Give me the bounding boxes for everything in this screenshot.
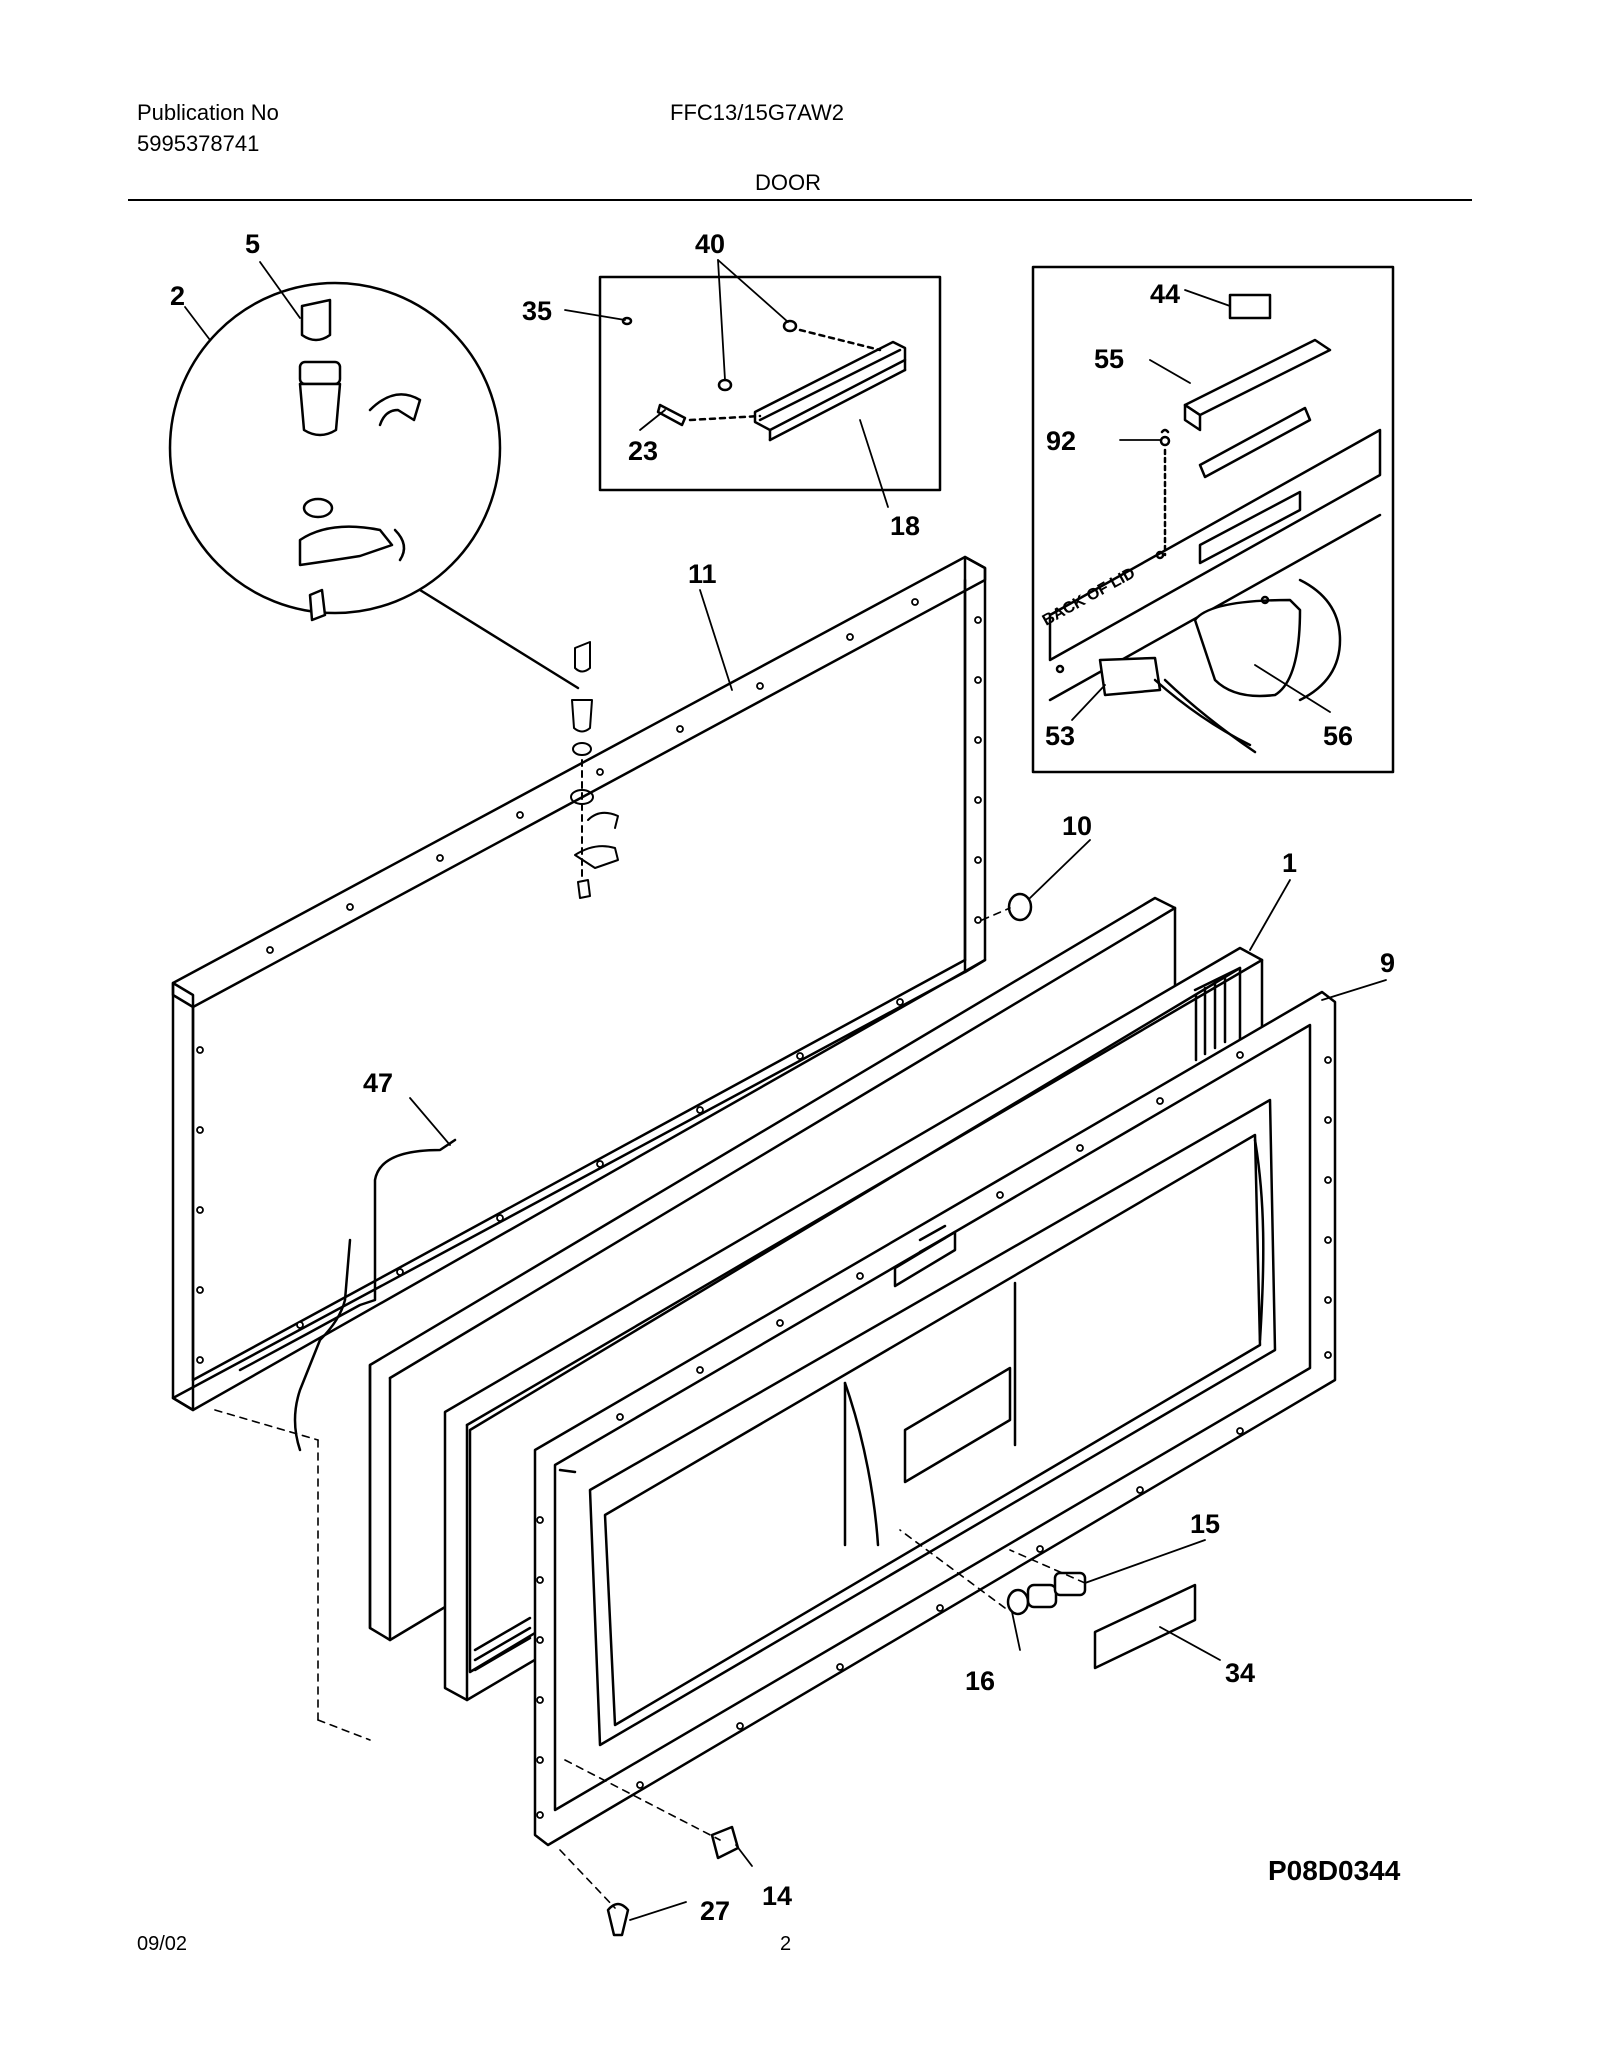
- inner-door-liner: [533, 990, 1337, 1847]
- callout-5: 5: [245, 229, 260, 259]
- callout-23: 23: [628, 436, 658, 466]
- diagram-code: P08D0344: [1268, 1855, 1401, 1886]
- switch-part: [710, 1825, 740, 1860]
- door-stop: [1007, 892, 1033, 922]
- hinge-detail-box: [598, 275, 942, 492]
- lock-detail-leader: [418, 588, 580, 690]
- callout-55: 55: [1094, 344, 1124, 374]
- callout-18: 18: [890, 511, 920, 541]
- header-rule: [128, 199, 1472, 201]
- gasket-dots: [196, 598, 982, 1364]
- control-cover: [1093, 1583, 1197, 1670]
- lock-assembly-on-lid: [570, 641, 619, 899]
- callout-56: 56: [1323, 721, 1353, 751]
- footer-date: 09/02: [137, 1933, 188, 1955]
- model-number: FFC13/15G7AW2: [670, 100, 845, 125]
- callout-15: 15: [1190, 1509, 1220, 1539]
- callout-10: 10: [1062, 811, 1092, 841]
- page-number: 2: [780, 1933, 792, 1955]
- publication-number: 5995378741: [137, 131, 260, 156]
- callout-27: 27: [700, 1896, 730, 1926]
- light-parts: [1048, 293, 1382, 754]
- screw-part: [606, 1902, 630, 1937]
- callout-14: 14: [762, 1881, 792, 1911]
- callout-47: 47: [363, 1068, 393, 1098]
- callout-53: 53: [1045, 721, 1075, 751]
- callout-2: 2: [170, 281, 185, 311]
- liner-dots: [536, 1051, 1332, 1819]
- callout-9: 9: [1380, 948, 1395, 978]
- lamp-parts: [1006, 1571, 1087, 1616]
- callout-44: 44: [1150, 279, 1180, 309]
- callout-34: 34: [1225, 1658, 1255, 1688]
- door-gasket-frame: [171, 555, 987, 1412]
- callout-16: 16: [965, 1666, 995, 1696]
- light-detail-box: [1031, 265, 1395, 774]
- lock-detail-circle: [168, 281, 502, 615]
- callout-35: 35: [522, 296, 552, 326]
- lock-detail-parts: [298, 298, 422, 622]
- callout-40: 40: [695, 229, 725, 259]
- callout-1: 1: [1282, 848, 1297, 878]
- callout-92: 92: [1046, 426, 1076, 456]
- publication-label: Publication No: [137, 100, 279, 125]
- callout-11: 11: [688, 559, 717, 589]
- heater-wire: [238, 1138, 457, 1372]
- hinge-parts: [621, 316, 907, 442]
- section-title: DOOR: [755, 170, 821, 195]
